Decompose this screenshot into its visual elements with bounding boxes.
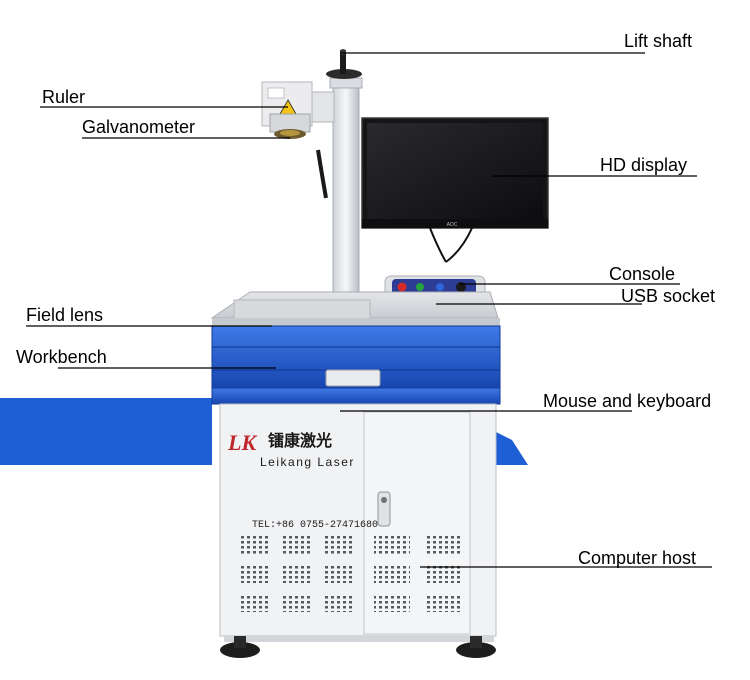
monitor-brand: AOC — [447, 222, 458, 228]
monitor-screen — [367, 123, 543, 219]
label-mouse-keyboard: Mouse and keyboard — [543, 391, 712, 411]
leader-lines — [26, 52, 712, 568]
label-workbench: Workbench — [16, 347, 107, 367]
brand-name-en: Leikang Laser — [260, 455, 355, 469]
brand-logo-mark: LK — [227, 430, 257, 455]
lift-shaft-cap — [329, 77, 363, 89]
label-lift-shaft: Lift shaft — [624, 31, 693, 51]
vent — [280, 565, 312, 583]
vent — [424, 565, 460, 583]
console-button-blue — [436, 283, 444, 291]
vent — [238, 594, 270, 612]
drawer-handle — [325, 369, 381, 387]
vent — [374, 536, 410, 554]
foot — [456, 642, 496, 658]
console-button-green — [416, 283, 424, 291]
door-lock — [377, 491, 391, 527]
label-console: Console — [609, 264, 676, 284]
vent — [424, 594, 460, 612]
console-button-red — [397, 282, 407, 292]
vent — [280, 536, 312, 554]
console-strip — [392, 279, 476, 295]
vent — [322, 594, 354, 612]
vent — [374, 594, 410, 612]
monitor-cable — [429, 227, 447, 263]
vent — [238, 536, 270, 554]
vent — [322, 536, 354, 554]
label-computer-host: Computer host — [578, 548, 697, 568]
vent — [374, 565, 410, 583]
phone-number: TEL:+86 0755-27471680 — [252, 520, 378, 531]
label-galvanometer: Galvanometer — [82, 117, 196, 137]
vent — [322, 565, 354, 583]
vent — [424, 536, 460, 554]
background-band-right — [496, 432, 528, 465]
label-usb-socket: USB socket — [621, 286, 716, 306]
lift-shaft-column — [332, 83, 360, 307]
label-ruler: Ruler — [42, 87, 86, 107]
background-band — [0, 398, 212, 465]
head-cable — [316, 149, 328, 199]
vent — [238, 565, 270, 583]
brand-name-cn: 镭康激光 — [268, 431, 332, 450]
foot — [220, 642, 260, 658]
vent — [280, 594, 312, 612]
label-field-lens: Field lens — [26, 305, 104, 325]
crank-rod — [340, 50, 346, 74]
label-hd-display: HD display — [600, 155, 688, 175]
